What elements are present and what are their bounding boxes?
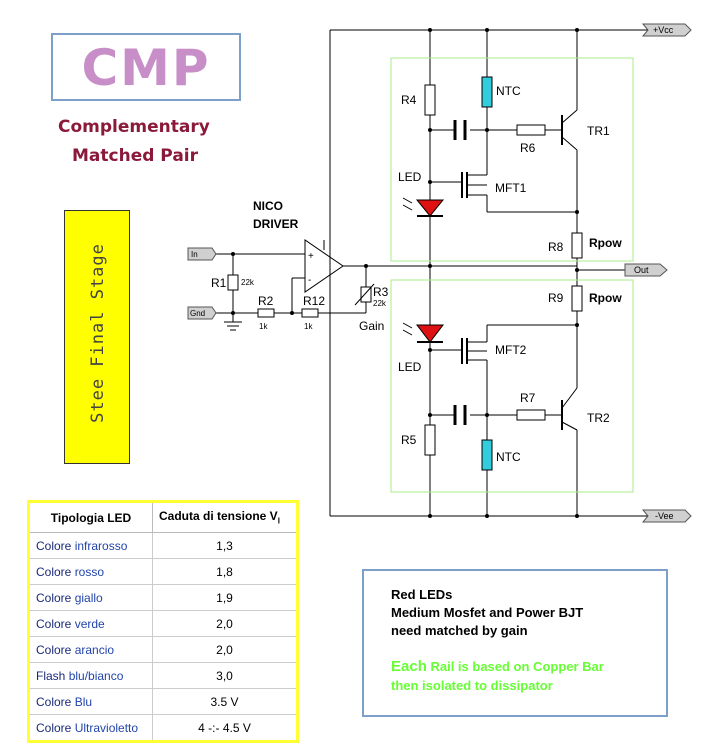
out-tag [624,263,668,277]
r8-label: R8 [548,240,564,254]
note-green1: Each Rail is based on Copper Bar [391,658,604,675]
r9-label: R9 [548,291,564,305]
row-type: Colore giallo [30,584,153,611]
vcc-tag [641,23,692,37]
row-voltage: 3.5 V [152,688,296,715]
r2-label: R2 [258,294,274,308]
note-line3: need matched by gain [391,623,528,638]
r5-resistor [424,424,436,456]
r2-value: 1k [259,322,268,331]
r9-resistor [571,285,583,312]
top-green-box [390,57,634,262]
row-type: Flash blu/bianco [30,662,153,689]
mft1-label: MFT1 [495,181,527,195]
rpow-bot-label: Rpow [589,291,622,305]
r6-label: R6 [520,141,536,155]
subtitle-line2: Matched Pair [72,146,198,166]
ntc-top [481,76,493,108]
r1-value: 22k [241,278,255,287]
led-top-label: LED [398,170,422,184]
ntc-bottom [481,439,493,471]
table-header-voltage: Caduta di tensione Vl [152,503,296,533]
row-voltage: 4 -:- 4.5 V [152,714,296,740]
r1-resistor [227,274,239,291]
bottom-green-box [390,279,634,493]
logo-text: CMP [81,39,211,97]
in-label: In [191,250,198,259]
rpow-top-label: Rpow [589,236,622,250]
r12-value: 1k [304,322,313,331]
driver-line2: DRIVER [253,217,299,231]
subtitle-line1: Complementary [58,117,210,137]
row-type: Colore Blu [30,688,153,715]
note-line1: Red LEDs [391,587,453,602]
logo-box: CMP [51,33,241,101]
mft2-label: MFT2 [495,343,527,357]
row-type: Colore arancio [30,636,153,663]
led-bot-label: LED [398,360,422,374]
row-voltage: 1,3 [152,532,296,559]
table-header-type: Tipologia LED [30,503,153,533]
r4-resistor [424,84,436,116]
stage-label-box: Stee Final Stage [64,210,130,464]
r8-resistor [571,232,583,259]
ntc-bot-label: NTC [496,450,521,464]
gnd-label: Gnd [190,309,205,318]
ntc-top-label: NTC [496,84,521,98]
row-type: Colore rosso [30,558,153,585]
gain-label: Gain [359,319,384,333]
gnd-tag [187,306,217,320]
r7-resistor [516,409,546,421]
in-tag [187,247,217,261]
tr2-label: TR2 [587,411,610,425]
r2-resistor [257,308,275,318]
led-top [415,199,445,217]
driver-line1: NICO [253,199,283,213]
r6-resistor [516,124,546,136]
tr1-label: TR1 [587,124,610,138]
row-type: Colore infrarosso [30,532,153,559]
vee-label: -Vee [655,511,674,521]
row-type: Colore Ultravioletto [30,714,153,740]
r7-label: R7 [520,391,536,405]
r3-label: R3 [373,285,389,299]
row-voltage: 3,0 [152,662,296,689]
out-label: Out [634,265,649,275]
r5-label: R5 [401,433,417,447]
row-voltage: 1,9 [152,584,296,611]
r3-value: 22k [373,299,387,308]
minus-label: - [308,275,311,286]
r4-label: R4 [401,93,417,107]
row-voltage: 1,8 [152,558,296,585]
led-voltage-table: Tipologia LED Caduta di tensione Vl Colo… [27,500,299,743]
row-voltage: 2,0 [152,636,296,663]
note-green2: then isolated to dissipator [391,678,553,693]
notes-box: Red LEDs Medium Mosfet and Power BJT nee… [362,569,668,717]
plus-label: + [308,251,314,262]
vcc-label: +Vcc [653,25,674,35]
r12-resistor [301,308,319,318]
row-type: Colore verde [30,610,153,637]
led-bottom [415,324,445,343]
r12-label: R12 [303,294,325,308]
row-voltage: 2,0 [152,610,296,637]
r3-resistor [360,286,372,303]
r1-label: R1 [211,276,227,290]
vee-tag [641,509,692,523]
note-line2: Medium Mosfet and Power BJT [391,605,584,620]
